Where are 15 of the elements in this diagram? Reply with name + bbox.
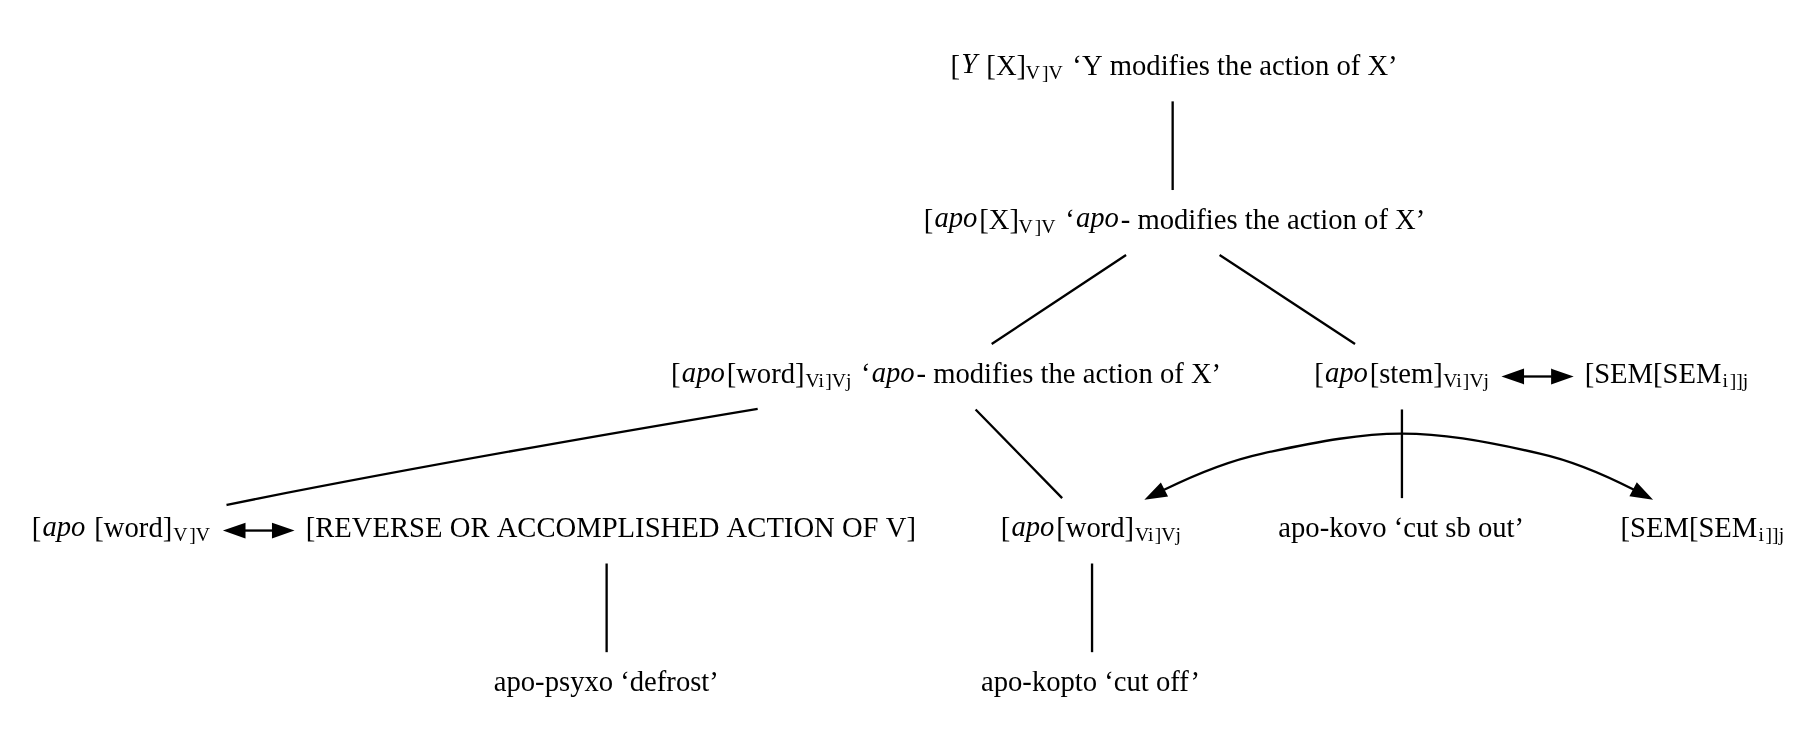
connector bbox=[1400, 408, 1404, 498]
node-text: apo-psyxo ‘defrost’ bbox=[493, 664, 719, 697]
arrow bbox=[1144, 432, 1654, 500]
connector bbox=[1171, 100, 1174, 190]
connector bbox=[605, 563, 608, 652]
arrow bbox=[222, 522, 295, 538]
connector bbox=[991, 253, 1127, 345]
connector bbox=[1090, 563, 1094, 652]
node-text: [REVERSE OR ACCOMPLISHED ACTION OF V] bbox=[305, 510, 916, 543]
arrow bbox=[1501, 368, 1574, 384]
connector bbox=[226, 407, 758, 506]
connector bbox=[1218, 253, 1356, 345]
node-text: apo-kopto ‘cut off’ bbox=[980, 664, 1200, 697]
node-text: apo-kovo ‘cut sb out’ bbox=[1278, 510, 1525, 543]
connector bbox=[974, 408, 1063, 499]
